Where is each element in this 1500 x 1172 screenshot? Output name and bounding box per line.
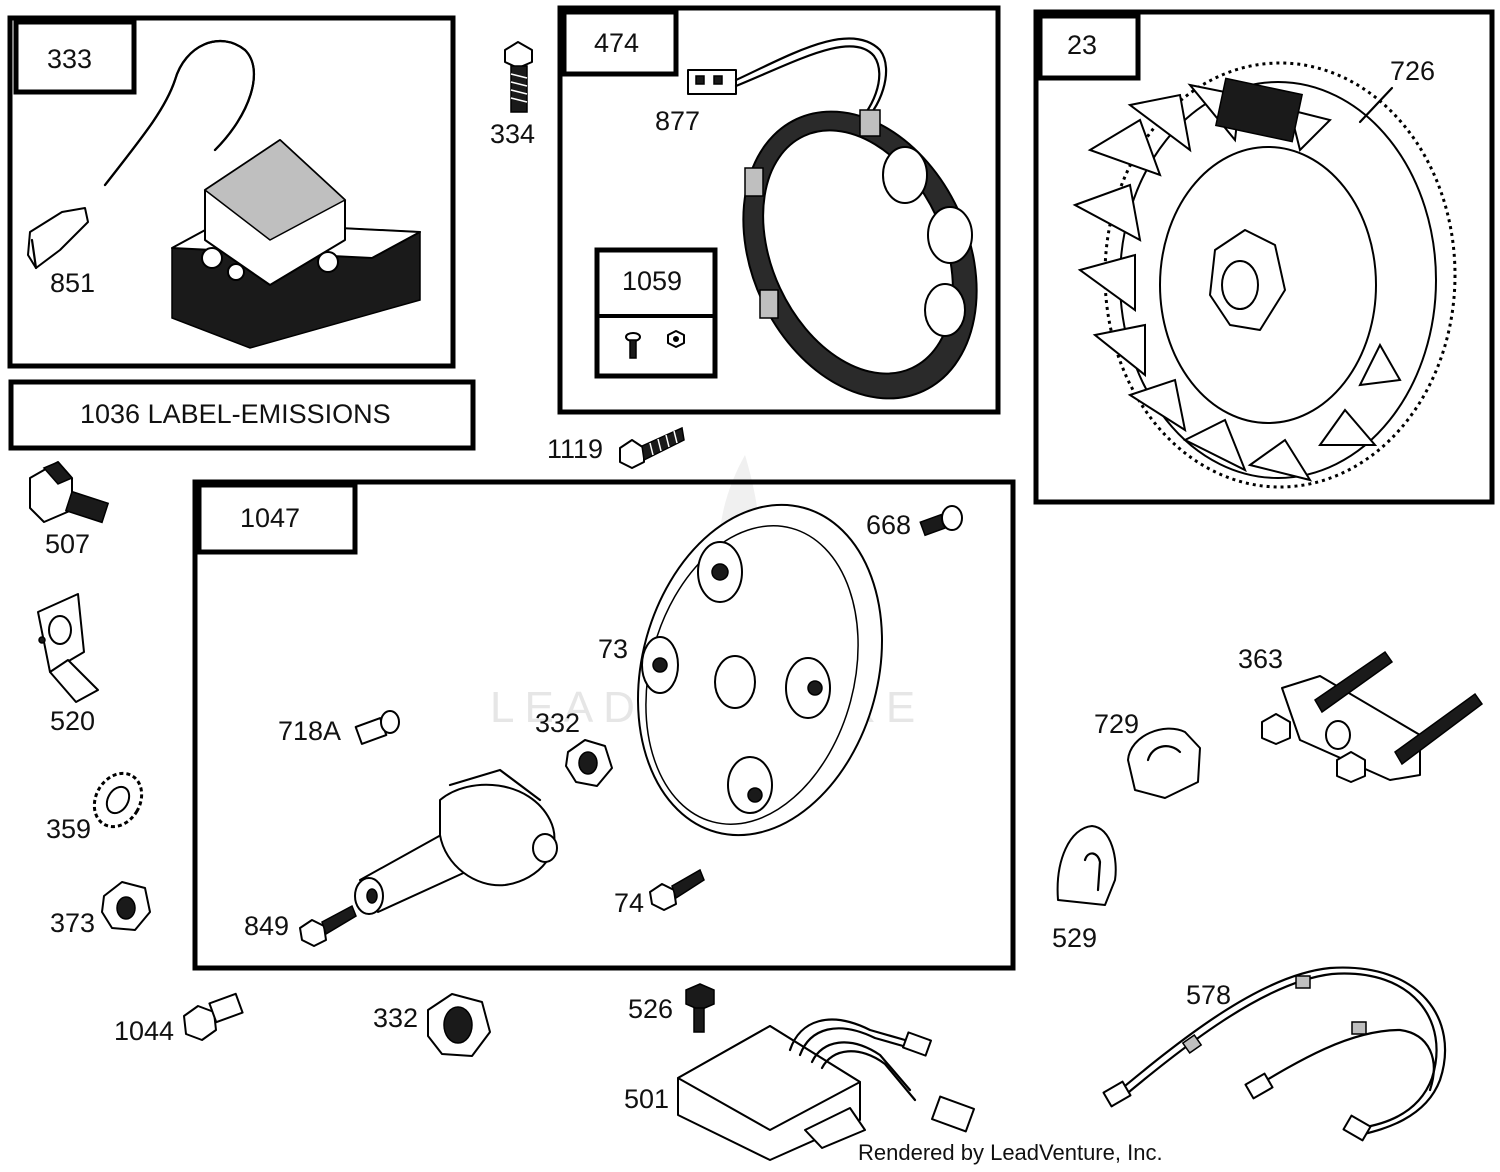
part-label-332-outer: 332 bbox=[373, 1003, 418, 1033]
grommet-icon bbox=[1056, 825, 1117, 906]
group-label-1047: 1047 bbox=[240, 503, 300, 533]
part-label-726: 726 bbox=[1390, 56, 1435, 86]
connector-icon bbox=[687, 37, 888, 130]
part-332-outer[interactable]: 332 bbox=[373, 993, 491, 1057]
group-1047[interactable]: 1047 73 668 718A 332 bbox=[192, 477, 1016, 971]
group-333[interactable]: 333 851 bbox=[7, 15, 456, 369]
pin-icon bbox=[354, 710, 400, 745]
hex-nut-icon bbox=[565, 739, 613, 787]
cable-clip-icon bbox=[1127, 727, 1201, 799]
group-23[interactable]: 23 726 bbox=[1033, 9, 1495, 505]
bolt-icon bbox=[299, 904, 357, 947]
voltage-regulator-icon bbox=[677, 1018, 976, 1161]
wire-harness-icon bbox=[1102, 966, 1446, 1142]
part-label-1119: 1119 bbox=[547, 434, 603, 464]
hex-nut-icon bbox=[427, 993, 491, 1057]
part-label-729: 729 bbox=[1094, 709, 1139, 739]
hex-nut-icon bbox=[101, 881, 151, 931]
terminal-bolt-icon bbox=[29, 461, 110, 524]
bolt-icon bbox=[619, 426, 685, 469]
part-label-851: 851 bbox=[50, 268, 95, 298]
part-label-718a: 718A bbox=[278, 716, 341, 746]
part-label-1044: 1044 bbox=[114, 1016, 174, 1046]
spark-plug-boot-icon bbox=[27, 207, 89, 270]
part-label-526: 526 bbox=[628, 994, 673, 1024]
screw-and-nut-icon bbox=[625, 330, 685, 359]
footer-credit: Rendered by LeadVenture, Inc. bbox=[858, 1140, 1163, 1165]
part-507[interactable]: 507 bbox=[29, 461, 110, 559]
part-501[interactable]: 501 bbox=[624, 1018, 976, 1161]
group-474[interactable]: 474 877 1059 bbox=[557, 5, 1021, 437]
part-label-334: 334 bbox=[490, 119, 535, 149]
screw-icon bbox=[919, 505, 963, 537]
group-label-23: 23 bbox=[1067, 30, 1097, 60]
part-label-359: 359 bbox=[46, 814, 91, 844]
part-label-849: 849 bbox=[244, 911, 289, 941]
stud-icon bbox=[183, 992, 244, 1041]
part-578[interactable]: 578 bbox=[1102, 966, 1446, 1142]
brake-bracket-icon bbox=[1261, 650, 1484, 783]
part-529[interactable]: 529 bbox=[1052, 825, 1117, 953]
part-729[interactable]: 729 bbox=[1094, 709, 1201, 799]
part-1044[interactable]: 1044 bbox=[114, 992, 244, 1046]
part-label-363: 363 bbox=[1238, 644, 1283, 674]
bolt-icon bbox=[649, 868, 705, 911]
group-label-1059: 1059 bbox=[622, 266, 682, 296]
rotor-plate-icon bbox=[637, 503, 883, 837]
part-label-501: 501 bbox=[624, 1084, 669, 1114]
part-label-529: 529 bbox=[1052, 923, 1097, 953]
group-label-474: 474 bbox=[594, 28, 639, 58]
part-label-520: 520 bbox=[50, 706, 95, 736]
part-label-507: 507 bbox=[45, 529, 90, 559]
part-label-578: 578 bbox=[1186, 980, 1231, 1010]
part-520[interactable]: 520 bbox=[37, 593, 99, 736]
part-label-373: 373 bbox=[50, 908, 95, 938]
bracket-icon bbox=[37, 593, 99, 703]
part-373[interactable]: 373 bbox=[50, 881, 151, 938]
stator-icon bbox=[742, 109, 978, 400]
bolt-icon bbox=[504, 41, 533, 113]
part-label-74: 74 bbox=[614, 888, 644, 918]
group-label-333: 333 bbox=[47, 44, 92, 74]
part-label-877: 877 bbox=[655, 106, 700, 136]
emissions-label-text: 1036 LABEL-EMISSIONS bbox=[80, 399, 391, 429]
lock-washer-icon bbox=[92, 771, 144, 829]
part-1119[interactable]: 1119 bbox=[547, 426, 685, 469]
part-363[interactable]: 363 bbox=[1238, 644, 1484, 783]
part-label-332-inner: 332 bbox=[535, 708, 580, 738]
rotor-shaft-icon bbox=[354, 768, 558, 915]
screw-icon bbox=[685, 983, 715, 1033]
emissions-label: 1036 LABEL-EMISSIONS bbox=[8, 379, 476, 451]
part-359[interactable]: 359 bbox=[46, 765, 151, 844]
part-label-668: 668 bbox=[866, 510, 911, 540]
flywheel-icon bbox=[1072, 61, 1457, 489]
part-526[interactable]: 526 bbox=[628, 983, 715, 1033]
ignition-coil-icon bbox=[103, 40, 421, 349]
part-334[interactable]: 334 bbox=[490, 41, 535, 149]
part-label-73: 73 bbox=[598, 634, 628, 664]
